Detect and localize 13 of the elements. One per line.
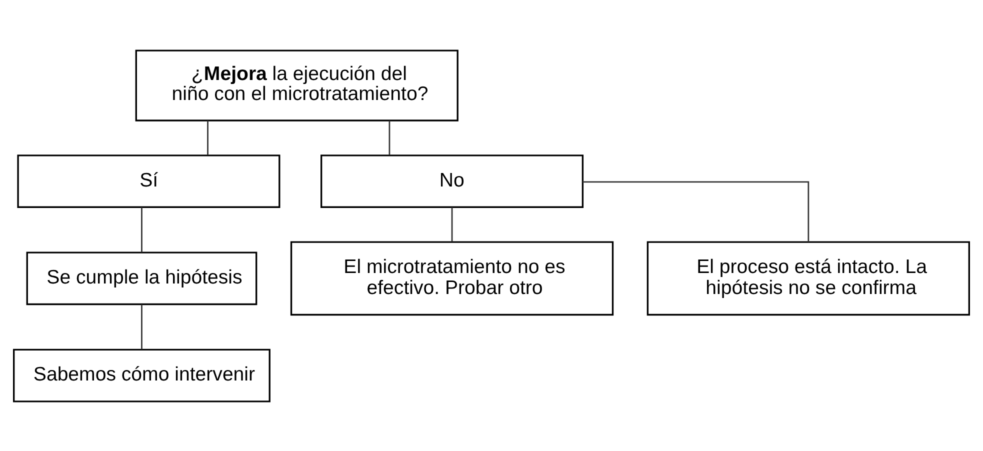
connector bbox=[141, 304, 142, 349]
connector bbox=[207, 120, 208, 154]
node-box: No bbox=[320, 154, 584, 208]
node-box: Sí bbox=[17, 154, 280, 208]
node-box: ¿Mejora la ejecución del niño con el microtratamiento? bbox=[135, 49, 458, 121]
connector bbox=[451, 206, 453, 242]
node-box: El proceso está intacto. La hipótesis no se confirma bbox=[646, 240, 970, 316]
node-box: Sabemos cómo intervenir bbox=[13, 348, 270, 402]
node-box: El microtratamiento no es efectivo. Probar otro bbox=[290, 240, 614, 316]
connector bbox=[582, 180, 810, 242]
node-box: Se cumple la hipótesis bbox=[26, 251, 258, 305]
connector bbox=[388, 120, 390, 154]
connector bbox=[141, 206, 142, 252]
